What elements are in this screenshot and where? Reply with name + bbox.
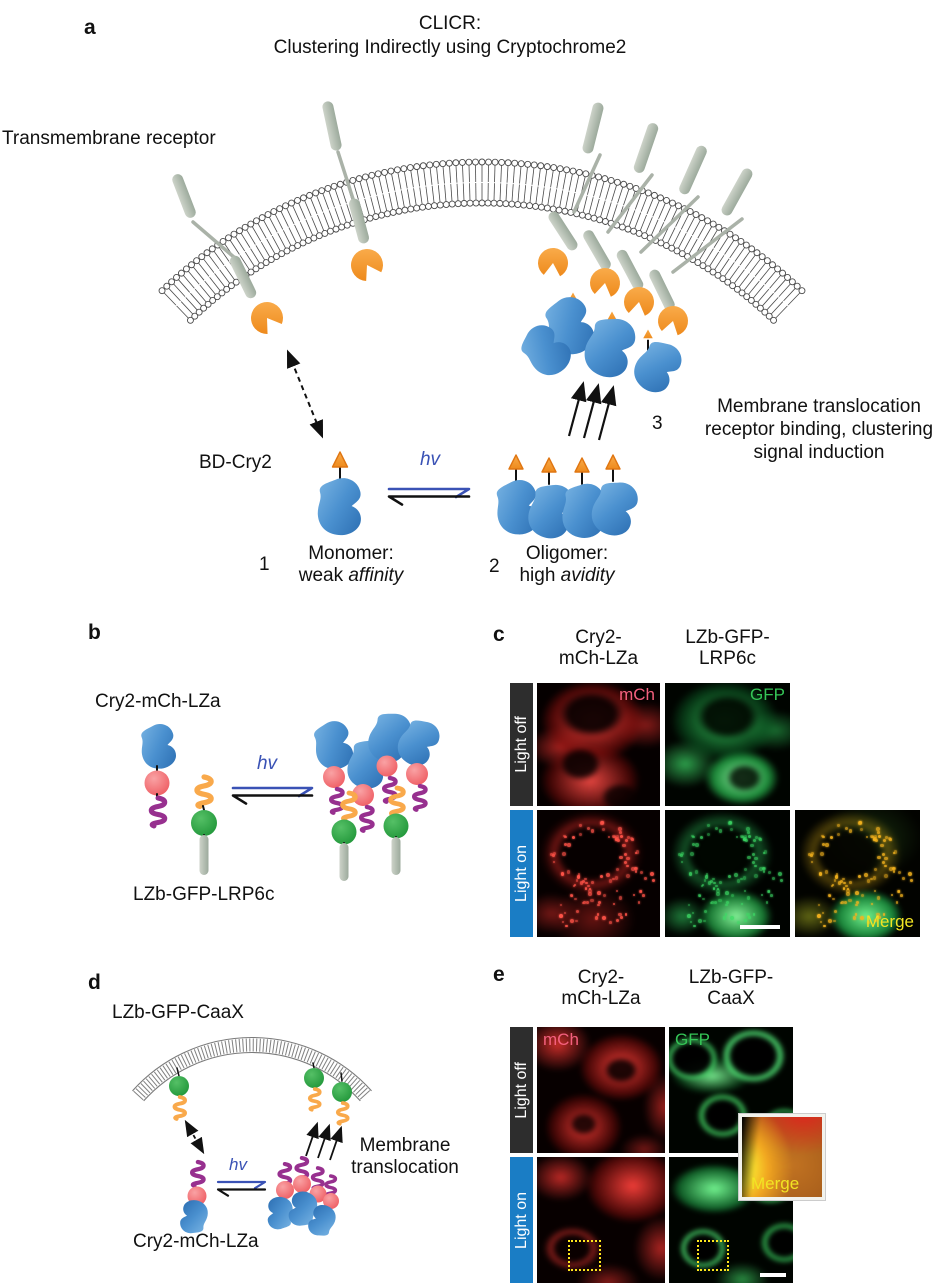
- micrograph-c-merge: Merge: [795, 810, 920, 937]
- mch-channel-tag-e: mCh: [543, 1030, 579, 1049]
- micrograph-c-mch-lightoff: mCh: [537, 683, 660, 806]
- cry2-mch-lza-monomer-inverted: [179, 1162, 209, 1235]
- scale-bar-c: [740, 925, 780, 929]
- plasma-membrane-d: [132, 1036, 372, 1102]
- panel-c-light-off-strip: Light off: [510, 683, 533, 806]
- lzb-gfp-lrp6c-label-b: LZb-GFP-LRP6c: [133, 884, 275, 905]
- light-hv-symbol-b: hv: [256, 753, 278, 774]
- reversible-binding-dashed-arrow-d: [184, 1119, 205, 1155]
- panel-e-column1-header: Cry2-mCh-LZa: [561, 967, 641, 1009]
- step2-number: 2: [489, 556, 500, 577]
- panel-e-label: e: [493, 963, 505, 986]
- roi-box-gfp: [697, 1240, 729, 1271]
- cry2-oligomer-cluster-bound: [513, 290, 687, 399]
- avidity-italic: avidity: [560, 565, 615, 586]
- micrograph-c-gfp-lighton: [665, 810, 790, 937]
- oligomer-line1: Oligomer:: [525, 543, 609, 564]
- equilibrium-arrows-a: [387, 487, 471, 506]
- cry2-mch-lza-oligomer-inverted: [265, 1158, 339, 1239]
- micrograph-e-merge-inset: Merge: [739, 1114, 825, 1200]
- micrograph-c-gfp-lightoff: GFP: [665, 683, 790, 806]
- mch-channel-tag-c: mCh: [619, 685, 655, 704]
- transmembrane-receptors: [172, 101, 753, 311]
- equilibrium-arrows-d: [216, 1180, 267, 1197]
- figure-title-line1: CLICR:: [418, 13, 482, 34]
- panel-c-column2-header: LZb-GFP-LRP6c: [685, 627, 770, 669]
- cry2-mch-lza-molecule: [135, 720, 182, 826]
- step3-number: 3: [652, 413, 663, 434]
- panel-b-diagram: [135, 709, 444, 881]
- cry2-mch-lza-label-d: Cry2-mCh-LZa: [133, 1231, 259, 1252]
- cry2-monomer: [313, 451, 366, 539]
- light-hv-symbol-a: hv: [419, 449, 441, 470]
- panel-c-light-on-strip: Light on: [510, 810, 533, 937]
- figure-title-line2: Clustering Indirectly using Cryptochrome…: [273, 37, 627, 58]
- transmembrane-receptor-label: Transmembrane receptor: [2, 128, 216, 149]
- step3-line2: receptor binding, clustering: [704, 419, 934, 440]
- merge-tag-e: Merge: [751, 1174, 800, 1193]
- affinity-italic: affinity: [348, 565, 404, 586]
- lzb-gfp-caax-label-d: LZb-GFP-CaaX: [112, 1002, 244, 1023]
- panel-c-label: c: [493, 623, 505, 646]
- receptor-binding-domain-pacman-icons: [250, 248, 689, 336]
- panel-a-diagram: [158, 101, 806, 541]
- membrane-translocation-line2: translocation: [351, 1157, 459, 1178]
- merge-tag-c: Merge: [865, 912, 914, 931]
- panel-d-diagram: [132, 1036, 372, 1239]
- micrograph-c-mch-lighton: [537, 810, 660, 937]
- step3-line1: Membrane translocation: [717, 396, 921, 417]
- micrograph-e-mch-lightoff: mCh: [537, 1027, 665, 1153]
- gfp-channel-tag-c: GFP: [750, 685, 785, 704]
- cry2-mch-lza-label-b: Cry2-mCh-LZa: [95, 691, 221, 712]
- scale-bar-e: [760, 1273, 786, 1277]
- lzb-gfp-lrp6c-molecule: [191, 777, 217, 875]
- lzb-gfp-caax-units: [169, 1062, 352, 1126]
- bd-cry2-label: BD-Cry2: [199, 452, 272, 473]
- oligomer-line2: high avidity: [519, 565, 615, 586]
- panel-c-column1-header: Cry2-mCh-LZa: [558, 627, 639, 669]
- light-hv-symbol-d: hv: [229, 1155, 247, 1174]
- membrane-translocation-line1: Membrane: [359, 1135, 451, 1156]
- panel-b-label: b: [88, 621, 101, 644]
- gfp-channel-tag-e: GFP: [675, 1030, 710, 1049]
- panel-e-light-on-strip: Light on: [510, 1157, 533, 1283]
- plasma-membrane: [158, 158, 806, 324]
- cry2-oligomer: [489, 454, 641, 541]
- panel-a-label: a: [84, 16, 96, 39]
- reversible-binding-dashed-arrow: [286, 349, 324, 439]
- roi-box-mch: [568, 1240, 601, 1271]
- micrograph-e-mch-lighton: [537, 1157, 665, 1283]
- step1-number: 1: [259, 554, 270, 575]
- membrane-translocation-arrows: [305, 1121, 343, 1161]
- step3-line3: signal induction: [753, 442, 885, 463]
- light-induced-cluster: [307, 709, 444, 881]
- monomer-line1: Monomer:: [308, 543, 394, 564]
- monomer-line2: weak affinity: [298, 565, 404, 586]
- panel-e-column2-header: LZb-GFP-CaaX: [688, 967, 774, 1009]
- equilibrium-arrows-b: [231, 786, 314, 805]
- panel-e-light-off-strip: Light off: [510, 1027, 533, 1153]
- panel-d-label: d: [88, 971, 101, 994]
- translocation-arrows: [567, 381, 617, 441]
